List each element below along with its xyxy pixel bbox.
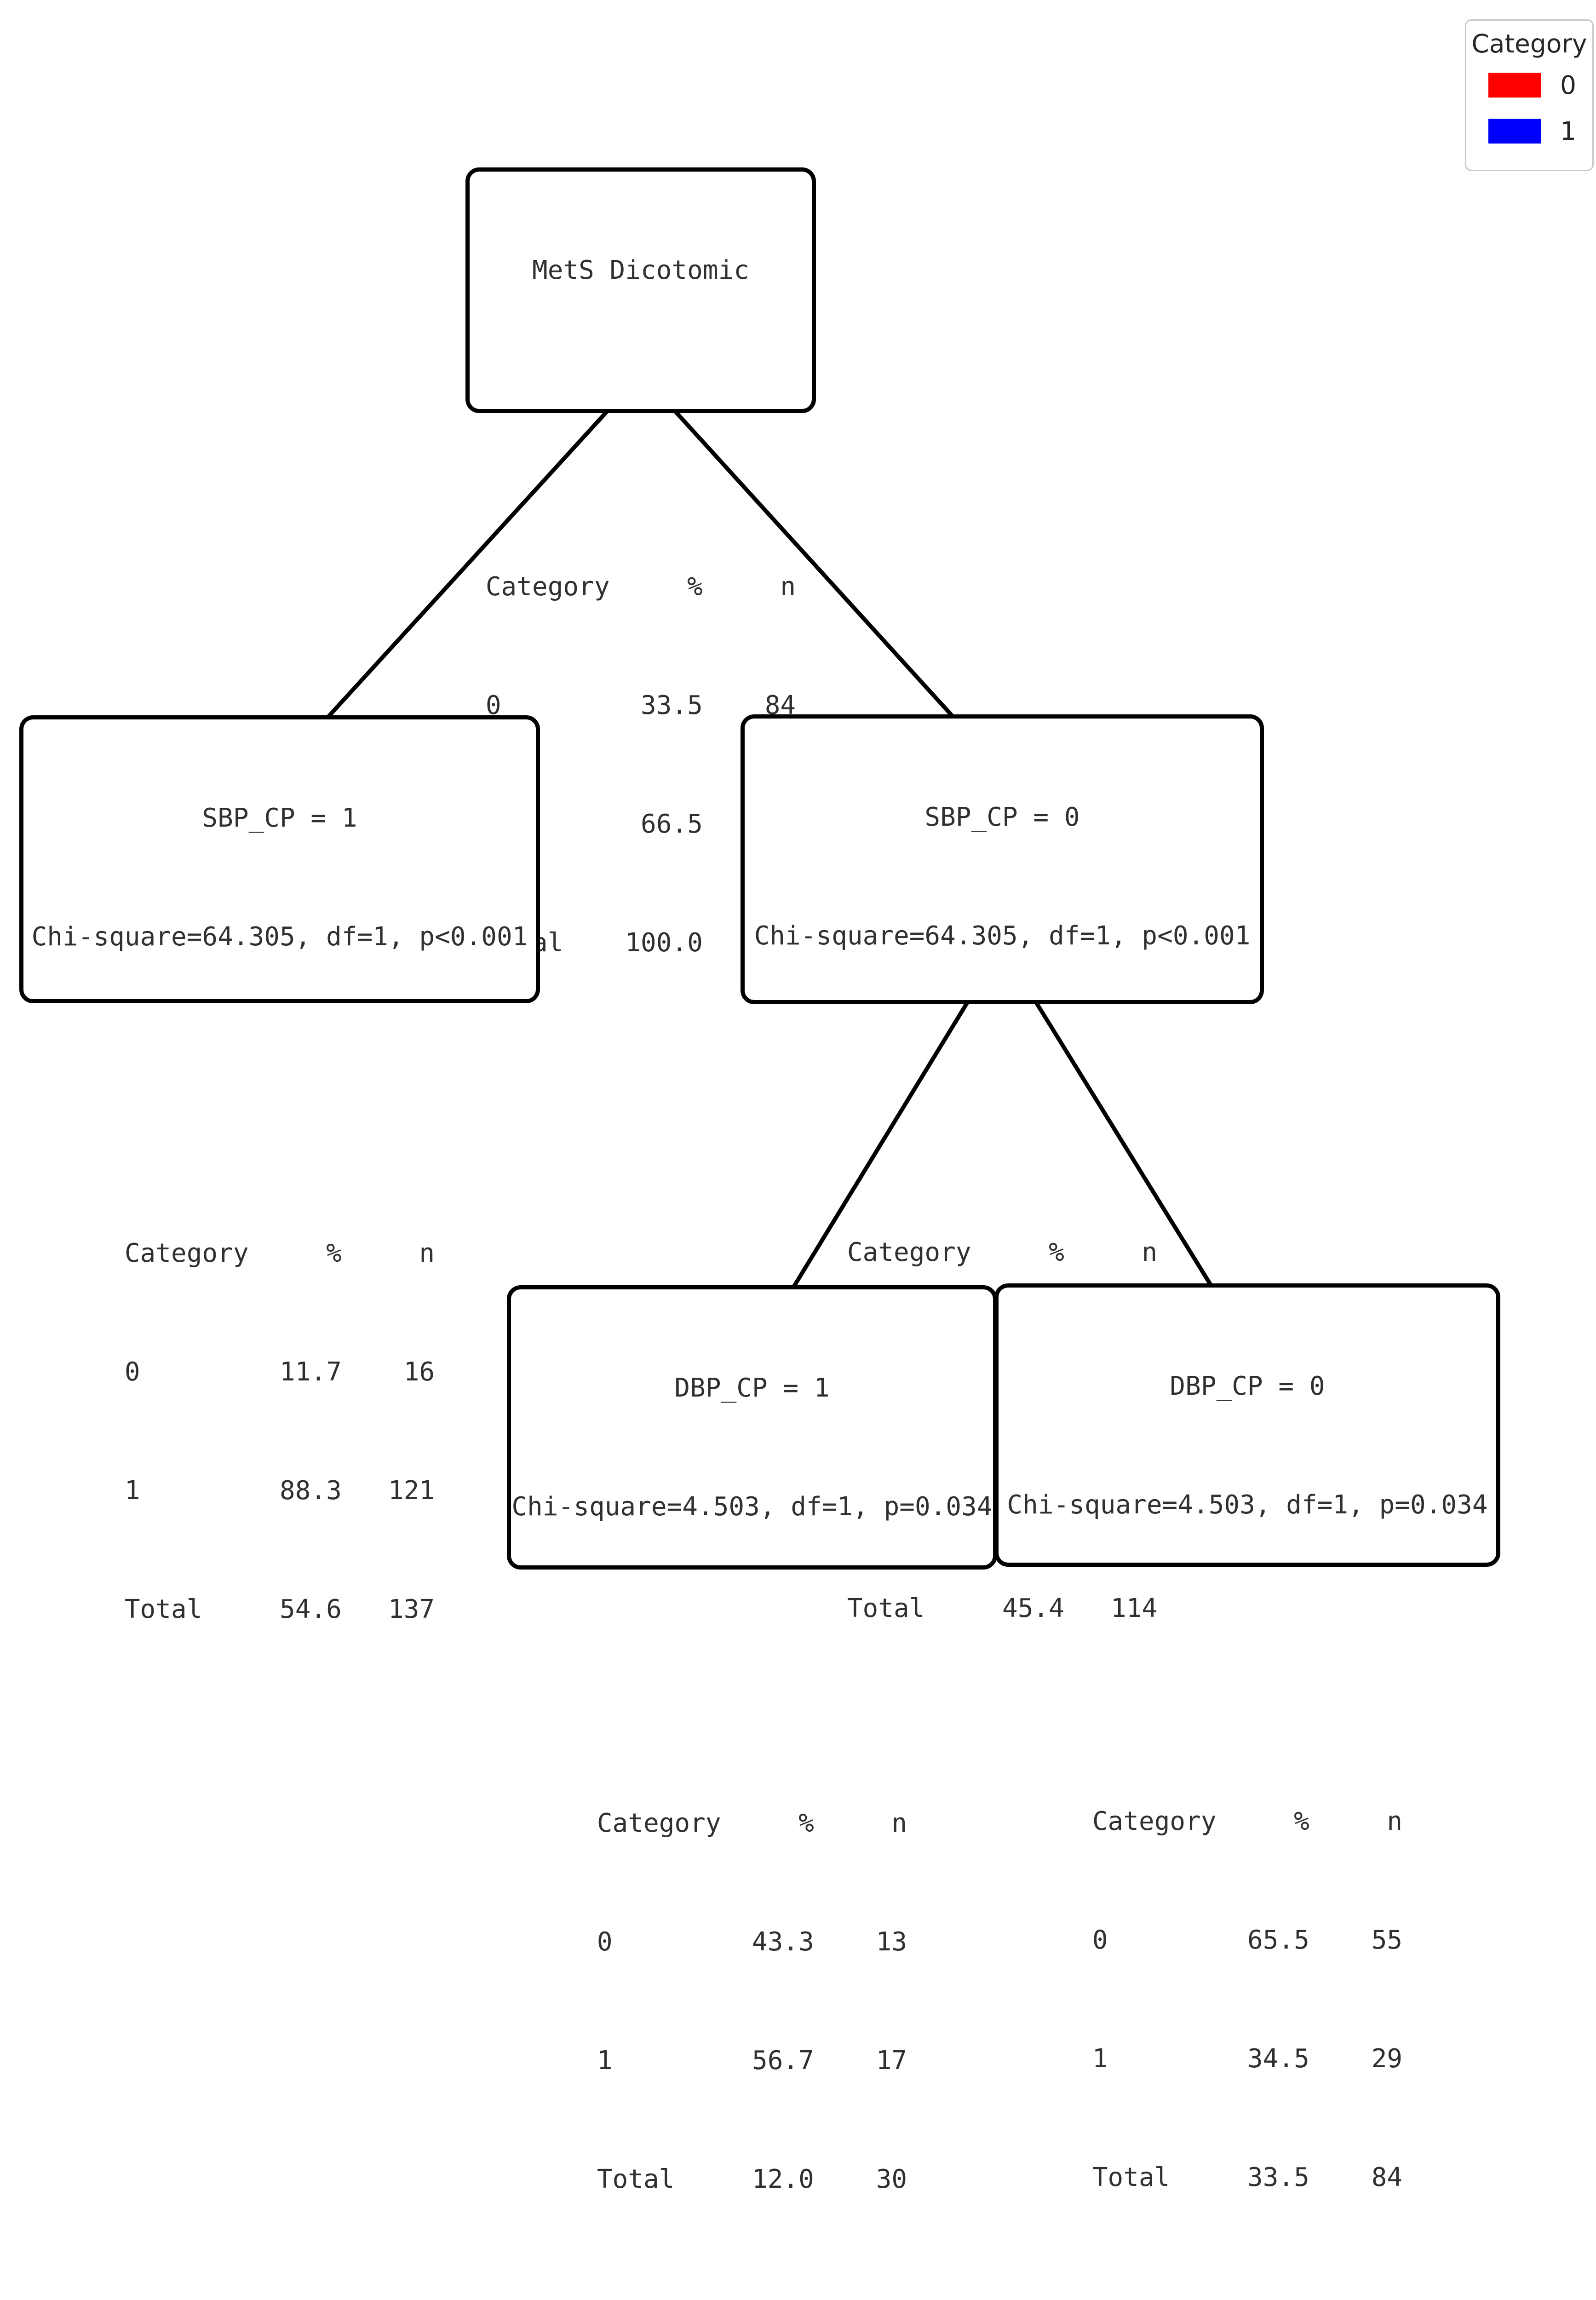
row-n: 30 [876, 2164, 907, 2194]
legend-swatch-red-icon [1488, 73, 1541, 98]
header-pct: % [798, 1808, 814, 1838]
row-pct: 11.7 [280, 1357, 342, 1387]
node-title: DBP_CP = 0 [1170, 1371, 1325, 1401]
header-pct: % [326, 1238, 342, 1268]
tree-node-root: MetS Dicotomic Category % n 0 33.5 84 1 … [465, 167, 816, 958]
row-category: 0 [124, 1357, 140, 1387]
node-title: SBP_CP = 0 [924, 802, 1080, 832]
row-category: Total [1092, 2162, 1170, 2192]
row-n: 29 [1371, 2044, 1403, 2074]
row-pct: 54.6 [280, 1594, 342, 1624]
table-row: 0 65.5 55 [1092, 1920, 1402, 1960]
row-pct: 43.3 [752, 1927, 814, 1957]
row-pct: 34.5 [1247, 2044, 1309, 2074]
row-category: Total [124, 1594, 202, 1624]
tree-node-dbp-cp-1: DBP_CP = 1 Chi-square=4.503, df=1, p=0.0… [507, 1285, 997, 2194]
row-category: Total [597, 2164, 675, 2194]
tree-node-sbp-cp-0: SBP_CP = 0 Chi-square=64.305, df=1, p<0.… [741, 714, 1264, 1623]
header-pct: % [1294, 1806, 1309, 1836]
table-row-total: Total 33.5 84 [1092, 2158, 1402, 2197]
table-header-row: Category % n [1092, 1802, 1402, 1841]
table-header-row: Category % n [486, 567, 796, 607]
row-pct: 100.0 [625, 928, 703, 958]
node-stats: Chi-square=64.305, df=1, p<0.001 [754, 921, 1251, 951]
header-n: n [1387, 1806, 1403, 1836]
row-pct: 33.5 [641, 690, 703, 720]
connector-root-to-sbp1 [326, 408, 610, 719]
row-pct: 33.5 [1247, 2162, 1309, 2192]
header-pct: % [687, 572, 703, 602]
header-category: Category [847, 1237, 971, 1267]
row-n: 16 [403, 1357, 435, 1387]
node-stats: Chi-square=4.503, df=1, p=0.034 [511, 1492, 993, 1522]
legend-item-label: 0 [1560, 70, 1576, 100]
connector-sbp0-to-dbp0 [1034, 1000, 1213, 1288]
row-pct: 56.7 [752, 2046, 814, 2076]
legend-item-label: 1 [1560, 116, 1576, 146]
blank-line [745, 1035, 1260, 1075]
node-table: Category % n 0 11.7 16 1 88.3 121 Total … [125, 1155, 435, 1708]
row-n: 13 [876, 1927, 907, 1957]
header-category: Category [124, 1238, 249, 1268]
node-table: Category % n 0 65.5 55 1 34.5 29 Total 3… [1092, 1723, 1402, 2277]
table-row: 0 11.7 16 [125, 1352, 435, 1392]
table-row: 1 56.7 17 [597, 2041, 907, 2081]
row-pct: 65.5 [1247, 1925, 1309, 1955]
legend-swatch-blue-icon [1488, 119, 1541, 144]
row-category: 0 [1092, 1925, 1108, 1955]
header-category: Category [1092, 1806, 1217, 1836]
table-header-row: Category % n [597, 1804, 907, 1843]
header-n: n [1142, 1237, 1158, 1267]
table-row-total: Total 54.6 137 [125, 1590, 435, 1629]
node-title: MetS Dicotomic [532, 255, 749, 285]
row-category: 1 [1092, 2044, 1108, 2074]
row-n: 121 [388, 1476, 435, 1506]
connector-root-to-sbp0 [672, 408, 955, 719]
row-pct: 12.0 [752, 2164, 814, 2194]
table-row: 1 88.3 121 [125, 1471, 435, 1511]
header-category: Category [485, 572, 610, 602]
node-stats: Chi-square=4.503, df=1, p=0.034 [1007, 1490, 1488, 1520]
tree-node-sbp-cp-1: SBP_CP = 1 Chi-square=64.305, df=1, p<0.… [19, 715, 540, 1624]
table-row: 0 43.3 13 [597, 1922, 907, 1962]
header-n: n [419, 1238, 435, 1268]
row-n: 84 [1371, 2162, 1403, 2192]
row-category: 1 [597, 2046, 613, 2076]
node-title: DBP_CP = 1 [674, 1373, 830, 1403]
node-title: SBP_CP = 1 [202, 803, 357, 833]
table-header-row: Category % n [125, 1234, 435, 1273]
blank-line [511, 1606, 993, 1645]
connector-sbp0-to-dbp1 [791, 1000, 970, 1289]
legend: Category 0 1 [1465, 19, 1594, 171]
table-row-total: Total 12.0 30 [597, 2160, 907, 2199]
legend-item-1: 1 [1488, 108, 1592, 154]
header-n: n [891, 1808, 907, 1838]
row-n: 17 [876, 2046, 907, 2076]
node-table: Category % n 0 43.3 13 1 56.7 17 Total 1… [597, 1725, 907, 2278]
row-pct: 66.5 [641, 809, 703, 839]
tree-node-dbp-cp-0: DBP_CP = 0 Chi-square=4.503, df=1, p=0.0… [994, 1283, 1500, 2192]
table-header-row: Category % n [847, 1233, 1157, 1272]
row-category: 1 [124, 1476, 140, 1506]
node-stats: Chi-square=64.305, df=1, p<0.001 [31, 922, 528, 952]
legend-item-0: 0 [1488, 62, 1592, 108]
blank-line [999, 1604, 1496, 1644]
table-row: 1 34.5 29 [1092, 2039, 1402, 2079]
blank-line [470, 369, 812, 409]
row-n: 55 [1371, 1925, 1403, 1955]
header-category: Category [597, 1808, 721, 1838]
row-pct: 88.3 [280, 1476, 342, 1506]
row-category: 0 [597, 1927, 613, 1957]
row-n: 137 [388, 1594, 435, 1624]
header-n: n [780, 572, 796, 602]
header-pct: % [1049, 1237, 1064, 1267]
blank-line [23, 1036, 536, 1075]
tree-connectors [326, 408, 1213, 1289]
legend-title: Category [1471, 29, 1587, 58]
